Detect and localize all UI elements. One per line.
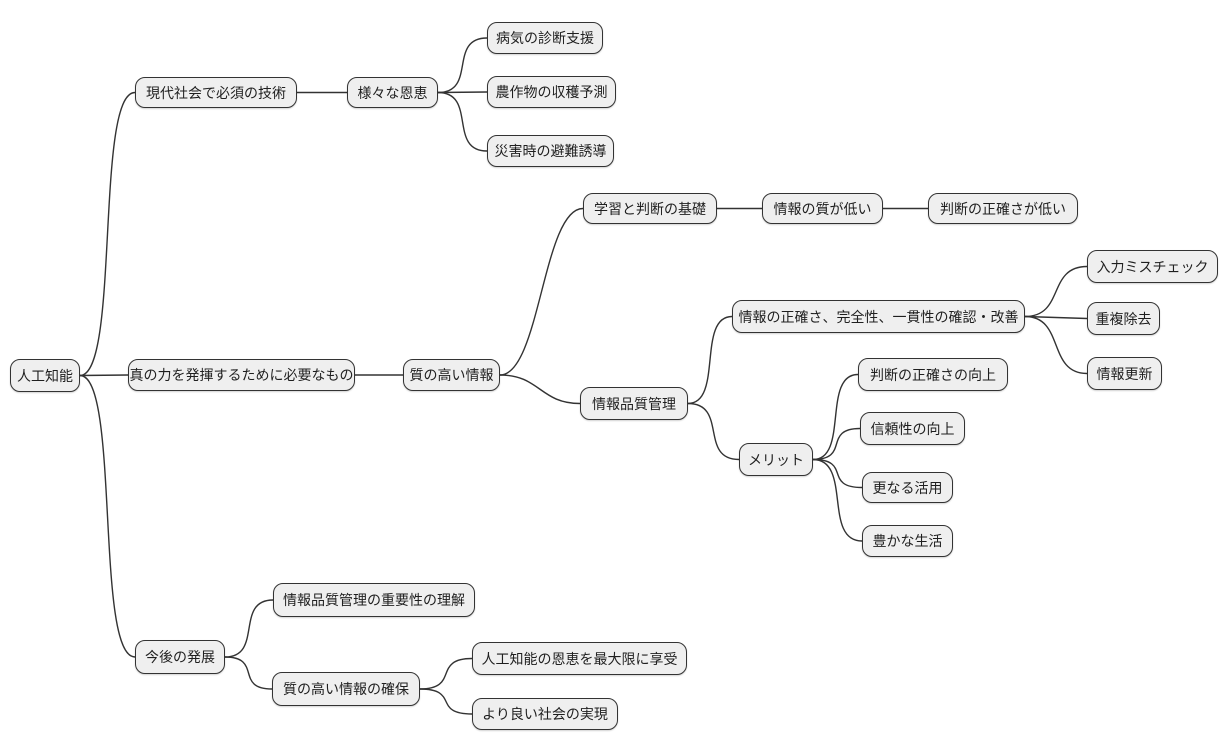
edge-dqm-to-merit bbox=[687, 402, 740, 461]
edge-root-to-future bbox=[79, 374, 136, 658]
mindmap-node-reliability-up: 信頼性の向上 bbox=[860, 412, 965, 445]
mindmap-node-merit: メリット bbox=[739, 443, 813, 476]
mindmap-node-benefits: 様々な恩恵 bbox=[347, 77, 438, 108]
mindmap-node-truepower: 真の力を発揮するために必要なもの bbox=[128, 359, 355, 391]
edge-secure-quality-to-better-society bbox=[419, 688, 473, 715]
edge-quality-info-to-dqm bbox=[499, 374, 581, 405]
edge-benefits-to-evacuation bbox=[437, 91, 488, 152]
mindmap-node-harvest: 農作物の収穫予測 bbox=[487, 76, 616, 108]
edge-future-to-secure-quality bbox=[224, 656, 273, 690]
mindmap-node-importance: 情報品質管理の重要性の理解 bbox=[273, 583, 475, 617]
edge-check-improve-to-dedup bbox=[1024, 315, 1088, 320]
edge-secure-quality-to-max-benefit bbox=[419, 657, 473, 690]
edge-merit-to-reliability-up bbox=[812, 427, 861, 461]
mindmap-node-diagnosis: 病気の診断支援 bbox=[487, 22, 603, 54]
mindmap-node-further-use: 更なる活用 bbox=[862, 472, 953, 503]
edge-benefits-to-harvest bbox=[437, 91, 488, 94]
edge-root-to-truepower bbox=[79, 374, 129, 377]
mindmap-node-rich-life: 豊かな生活 bbox=[862, 525, 953, 557]
mindmap-node-quality-info: 質の高い情報 bbox=[403, 359, 500, 391]
edge-check-improve-to-info-update bbox=[1024, 315, 1088, 375]
mindmap-node-low-accuracy: 判断の正確さが低い bbox=[928, 193, 1078, 224]
mindmap-node-better-society: より良い社会の実現 bbox=[472, 698, 618, 730]
mindmap-node-info-update: 情報更新 bbox=[1087, 357, 1162, 390]
mindmap-node-max-benefit: 人工知能の恩恵を最大限に享受 bbox=[472, 642, 687, 675]
edge-merit-to-rich-life bbox=[812, 458, 863, 542]
edge-quality-info-to-learning-basis bbox=[499, 207, 584, 376]
mindmap-node-dedup: 重複除去 bbox=[1087, 302, 1160, 335]
edge-root-to-tech bbox=[79, 91, 136, 377]
edge-check-improve-to-input-check bbox=[1024, 265, 1088, 318]
edge-merit-to-further-use bbox=[812, 458, 863, 489]
mindmap-node-tech: 現代社会で必須の技術 bbox=[135, 77, 297, 108]
mindmap-node-learning-basis: 学習と判断の基礎 bbox=[583, 193, 717, 224]
mindmap-node-dqm: 情報品質管理 bbox=[580, 387, 688, 420]
mindmap-node-evacuation: 災害時の避難誘導 bbox=[487, 135, 614, 167]
edge-merit-to-accuracy-up bbox=[812, 373, 859, 461]
mindmap-node-future: 今後の発展 bbox=[135, 640, 225, 674]
mindmap-node-input-check: 入力ミスチェック bbox=[1087, 250, 1218, 283]
mindmap-node-root: 人工知能 bbox=[10, 359, 80, 392]
mindmap-node-check-improve: 情報の正確さ、完全性、一貫性の確認・改善 bbox=[732, 300, 1025, 333]
mindmap-node-secure-quality: 質の高い情報の確保 bbox=[272, 672, 420, 706]
edge-future-to-importance bbox=[224, 599, 274, 658]
edge-dqm-to-check-improve bbox=[687, 315, 733, 405]
mindmap-node-low-quality: 情報の質が低い bbox=[762, 193, 883, 224]
edge-benefits-to-diagnosis bbox=[437, 37, 488, 94]
mindmap-node-accuracy-up: 判断の正確さの向上 bbox=[858, 358, 1008, 391]
